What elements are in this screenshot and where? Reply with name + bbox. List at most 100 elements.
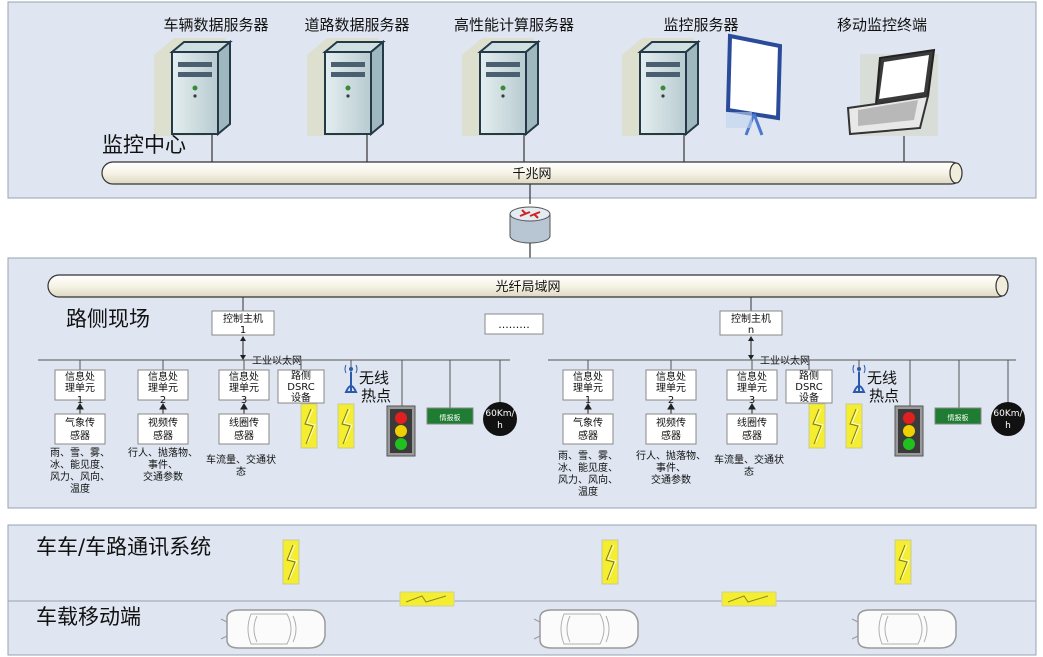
speed-sign-1: 60Km/ h: [483, 402, 517, 436]
server-icon: [461, 37, 539, 137]
ellipsis-text: .........: [498, 318, 529, 331]
speed-1-line1: 60Km/: [485, 409, 515, 419]
lightning-icon: [601, 539, 619, 585]
sensor-n-2-line1: 视频传: [656, 416, 686, 429]
controller-1-label: 控制主机: [223, 312, 263, 325]
sensor-n-3-desc-2: 态: [744, 465, 754, 478]
controller-1-num: 1: [240, 325, 246, 336]
traffic-light-icon: [894, 405, 924, 457]
sensor-n-1-desc-3: 风力、风向、: [558, 473, 618, 486]
wireless-antenna-icon: [344, 364, 358, 393]
roadside-group-n: 控制主机 n 工业以太网 信息处 理单元 1 信息处 理单元 2 信息处 理单元…: [548, 297, 1025, 498]
sensor-1-1-line2: 感器: [70, 429, 90, 442]
info-unit-1-1-line2: 理单元: [65, 382, 95, 394]
info-unit-1-1-line1: 信息处: [65, 370, 95, 383]
sensor-n-2-desc-2: 事件、: [656, 461, 686, 474]
info-unit-1-2: [137, 369, 189, 401]
dsrc-n-line2: DSRC: [795, 382, 822, 393]
server-icon: [306, 37, 384, 137]
sensor-1-3-desc-1: 车流量、交通状: [206, 453, 276, 466]
info-unit-n-3-line1: 信息处: [737, 370, 767, 383]
projector-screen-icon: [725, 33, 783, 136]
lightning-icon: [845, 403, 863, 449]
info-board-n: 情报板: [934, 407, 982, 425]
vehicle-title: 车载移动端: [36, 605, 141, 629]
info-unit-n-2-num: 2: [668, 395, 674, 406]
info-unit-n-3: [726, 369, 778, 401]
speed-sign-n: 60Km/ h: [991, 402, 1025, 436]
lightning-icon: [282, 539, 300, 585]
sensor-1-1-desc-1: 雨、雪、雾、: [50, 447, 110, 459]
car-icon: [220, 609, 326, 649]
hotspot-n-line1: 无线: [867, 369, 897, 387]
server-label-mobile: 移动监控终端: [837, 16, 927, 34]
sensor-1-2-line2: 感器: [153, 429, 173, 442]
sensor-1-2: [137, 413, 189, 445]
sensor-n-2: [645, 413, 697, 445]
server-label-road: 道路数据服务器: [304, 16, 409, 34]
controller-host-n: [719, 310, 783, 336]
info-unit-n-3-line2: 理单元: [737, 382, 767, 394]
sensor-n-3-line2: 感器: [742, 429, 762, 442]
sensor-1-2-desc-3: 交通参数: [143, 470, 183, 483]
info-unit-n-2: [645, 369, 697, 401]
ellipsis-box: .........: [484, 313, 544, 335]
lightning-icon: [300, 403, 318, 449]
dsrc-device-1: [277, 369, 325, 404]
sensor-1-3-line2: 感器: [234, 429, 254, 442]
info-unit-1-3-line2: 理单元: [229, 382, 259, 394]
sensor-1-1-desc-3: 风力、风向、: [50, 470, 110, 483]
server-label-vehicle: 车辆数据服务器: [163, 16, 268, 34]
hotspot-1-line1: 无线: [359, 369, 389, 387]
laptop-icon: [846, 48, 938, 136]
lightning-icon: [721, 591, 777, 607]
info-unit-1-3: [218, 369, 270, 401]
sensor-1-2-desc-1: 行人、抛落物、: [128, 446, 198, 459]
info-unit-n-1-line2: 理单元: [573, 382, 603, 394]
info-unit-n-2-line1: 信息处: [656, 370, 686, 383]
dsrc-n-line3: 设备: [799, 391, 819, 404]
server-icon: [153, 37, 231, 137]
lan-label: 光纤局域网: [495, 280, 560, 295]
hotspot-n-line2: 热点: [869, 387, 899, 405]
backbone-label: 千兆网: [512, 167, 551, 182]
server-label-hpc: 高性能计算服务器: [454, 16, 574, 34]
info-unit-1-3-num: 3: [241, 395, 247, 406]
info-unit-n-1-num: 1: [585, 395, 591, 406]
board-1-label: 情报板: [440, 413, 461, 422]
server-connectors: [211, 134, 905, 162]
sensor-n-2-desc-1: 行人、抛落物、: [636, 449, 706, 462]
sensor-n-1: [562, 413, 614, 445]
speed-1-line2: h: [497, 421, 503, 431]
info-unit-1-3-line1: 信息处: [229, 370, 259, 383]
router-icon: [509, 206, 551, 244]
hotspot-1-line2: 热点: [361, 387, 391, 405]
controller-n-label: 控制主机: [731, 312, 771, 325]
sensor-1-3-line1: 线圈传: [229, 416, 259, 429]
dsrc-1-line1: 路侧: [291, 369, 311, 382]
sensor-n-1-line1: 气象传: [573, 416, 603, 429]
sensor-1-2-desc-2: 事件、: [148, 458, 178, 471]
sensor-1-3: [218, 413, 270, 445]
sensor-n-1-line2: 感器: [578, 429, 598, 442]
lightning-icon: [894, 539, 912, 585]
sensor-1-1: [54, 413, 106, 445]
speed-n-line1: 60Km/: [993, 409, 1023, 419]
sensor-n-1-desc-2: 冰、能见度、: [558, 461, 618, 474]
roadside-title: 路侧现场: [66, 307, 150, 331]
car-icon: [851, 609, 957, 649]
fiber-lan: 光纤局域网: [47, 274, 1009, 298]
wireless-antenna-icon: [852, 364, 866, 393]
info-unit-1-2-num: 2: [160, 395, 166, 406]
dsrc-1-line2: DSRC: [287, 382, 314, 393]
dsrc-1-line3: 设备: [291, 391, 311, 404]
info-board-1: 情报板: [426, 407, 474, 425]
board-n-label: 情报板: [948, 413, 969, 422]
dsrc-n-line1: 路侧: [799, 369, 819, 382]
sensor-n-2-desc-3: 交通参数: [651, 473, 691, 486]
speed-n-line2: h: [1005, 421, 1011, 431]
info-unit-1-2-line1: 信息处: [148, 370, 178, 383]
server-label-monitor: 监控服务器: [663, 16, 738, 34]
sensor-n-1-desc-1: 雨、雪、雾、: [558, 450, 618, 462]
dsrc-device-n: [785, 369, 833, 404]
